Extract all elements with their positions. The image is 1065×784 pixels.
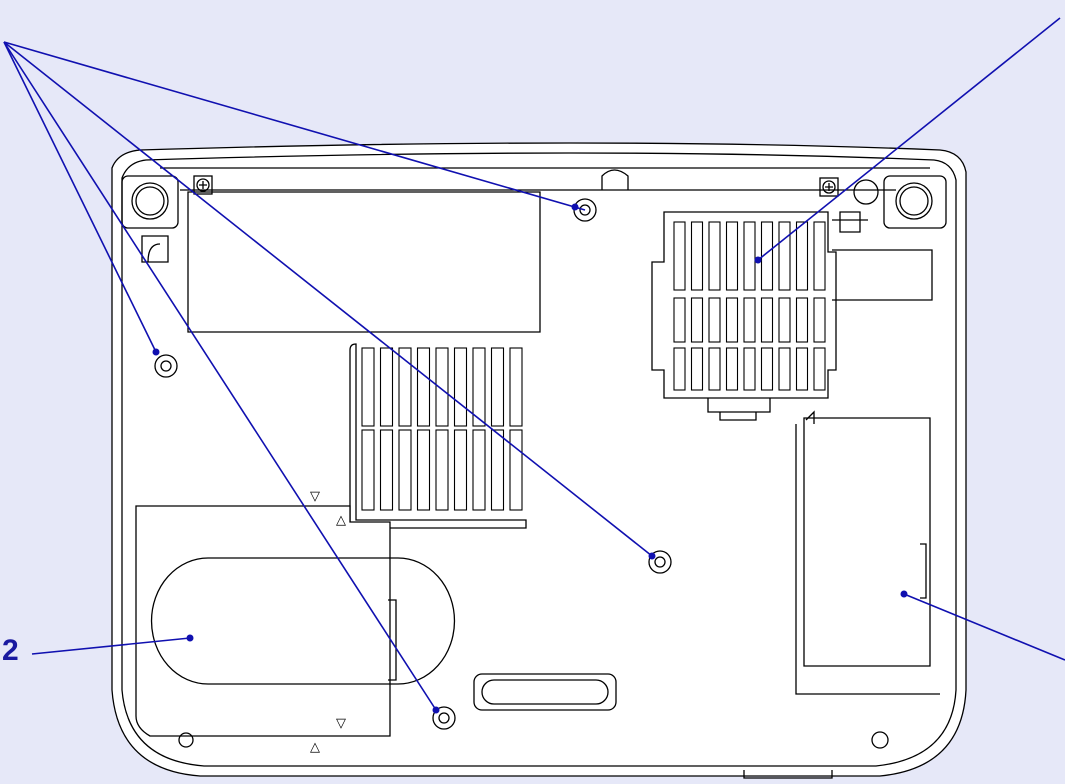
filter-slot: [673, 347, 686, 391]
filter-slot: [708, 221, 721, 291]
filter-slot: [690, 221, 704, 291]
leader-line-air-filter: [757, 17, 1061, 261]
leader-dot-mount-bottom: [432, 706, 440, 714]
filter-slot: [708, 347, 721, 391]
filter-slot: [778, 297, 791, 343]
vent-slot: [398, 429, 412, 511]
leader-line-mount-top: [3, 41, 586, 211]
filter-slot: [813, 221, 826, 291]
filter-slot: [760, 297, 774, 343]
leader-dot-mount-left: [152, 348, 160, 356]
filter-slot: [690, 347, 704, 391]
filter-slot: [795, 297, 809, 343]
leader-line-lamp-cover: [31, 637, 191, 655]
filter-slot: [760, 221, 774, 291]
vent-slot: [509, 347, 523, 427]
filter-slot: [708, 297, 721, 343]
mount-point-left: [154, 354, 178, 378]
filter-slot: [690, 297, 704, 343]
leader-dot-mount-center: [648, 552, 656, 560]
filter-slot: [725, 347, 739, 391]
leader-dot-air-filter: [754, 256, 762, 264]
callout-label-lamp-cover: 2: [2, 634, 19, 667]
vent-slot: [435, 429, 449, 511]
mount-point-bottom: [432, 706, 456, 730]
screw-left: [193, 175, 213, 195]
lamp-cover: [135, 505, 456, 737]
vent-slot: [490, 347, 505, 427]
filter-slot: [813, 297, 826, 343]
vent-slot: [490, 429, 505, 511]
filter-slot: [743, 347, 756, 391]
front-foot-right: [883, 175, 947, 229]
vent-slot: [435, 347, 449, 427]
leader-line-mount-left: [3, 41, 157, 353]
leader-line-mount-bottom: [3, 41, 437, 711]
vent-slot: [453, 429, 468, 511]
vent-slot: [453, 347, 468, 427]
arrow-mark-4: △: [310, 740, 320, 755]
vent-slot: [472, 347, 486, 427]
projector-body-inner-outline: [121, 152, 957, 767]
vent-slot: [472, 429, 486, 511]
vent-slot: [379, 429, 394, 511]
vent-slot: [398, 347, 412, 427]
vent-slot: [509, 429, 523, 511]
arrow-mark-2: △: [336, 513, 346, 528]
vent-slot: [361, 429, 375, 511]
filter-slot: [795, 221, 809, 291]
arrow-mark-3: ▽: [336, 716, 346, 731]
vent-slot: [361, 347, 375, 427]
vent-slot: [416, 429, 431, 511]
front-foot-left: [121, 175, 179, 229]
filter-slot: [778, 221, 791, 291]
leader-dot-mount-top: [571, 203, 579, 211]
rear-handle: [473, 673, 617, 711]
filter-slot: [743, 297, 756, 343]
filter-slot: [743, 221, 756, 291]
leader-dot-lamp-cover: [186, 634, 194, 642]
center-vent: [349, 343, 527, 529]
screw-right: [819, 177, 839, 197]
leader-line-mount-center: [3, 41, 653, 557]
filter-slot: [725, 297, 739, 343]
vent-slot: [416, 347, 431, 427]
arrow-mark-1: ▽: [310, 489, 320, 504]
mount-point-center: [648, 550, 672, 574]
leader-dot-side-cover: [900, 590, 908, 598]
filter-slot: [795, 347, 809, 391]
filter-slot: [673, 221, 686, 291]
filter-slot: [725, 221, 739, 291]
vent-slot: [379, 347, 394, 427]
filter-slot: [813, 347, 826, 391]
leader-line-side-cover: [903, 593, 1065, 661]
filter-slot: [673, 297, 686, 343]
filter-slot: [760, 347, 774, 391]
filter-slot: [778, 347, 791, 391]
side-cover: [803, 417, 931, 667]
